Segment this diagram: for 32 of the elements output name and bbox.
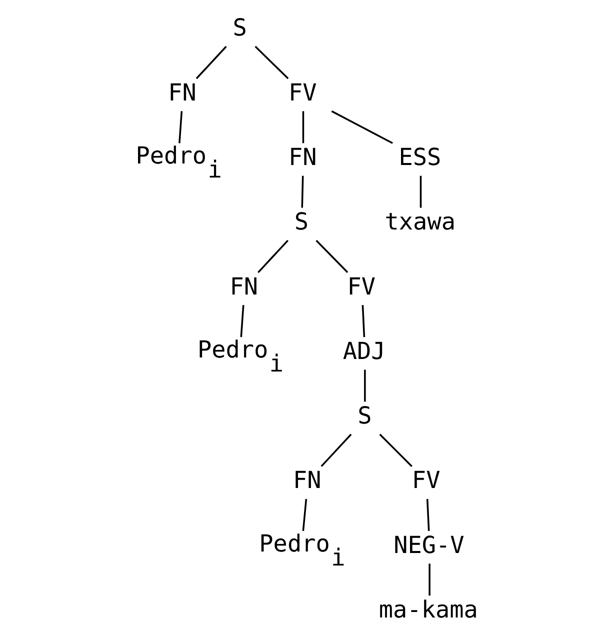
node-text: FN <box>292 466 322 494</box>
node-text: ADJ <box>342 336 386 365</box>
node-text: NEG-V <box>394 530 464 559</box>
connector <box>420 176 422 208</box>
connector <box>196 46 227 80</box>
connector <box>364 370 366 402</box>
connector <box>379 434 412 467</box>
connector <box>320 434 352 467</box>
node-text: S <box>294 208 309 236</box>
connector <box>178 111 183 144</box>
node-text: FN <box>168 78 196 106</box>
connector <box>240 305 244 338</box>
connector <box>301 176 304 208</box>
connector <box>302 111 304 144</box>
node-text: FV <box>347 272 376 300</box>
node-text: FV <box>412 466 440 494</box>
connector <box>258 240 289 274</box>
connector <box>302 498 308 532</box>
node-text: ma-kama <box>378 595 478 624</box>
node-text: ESS <box>398 142 442 171</box>
connector <box>426 498 430 532</box>
connector <box>428 564 430 596</box>
node-text: S <box>232 14 247 42</box>
connector <box>316 240 348 274</box>
connector <box>331 110 393 144</box>
node-text: txawa <box>384 208 456 236</box>
node-text: FN <box>288 142 317 171</box>
node-text: FV <box>288 78 317 106</box>
node-text: S <box>358 402 372 430</box>
connector <box>362 305 366 338</box>
node-text: FN <box>230 272 258 300</box>
connector <box>254 46 289 80</box>
